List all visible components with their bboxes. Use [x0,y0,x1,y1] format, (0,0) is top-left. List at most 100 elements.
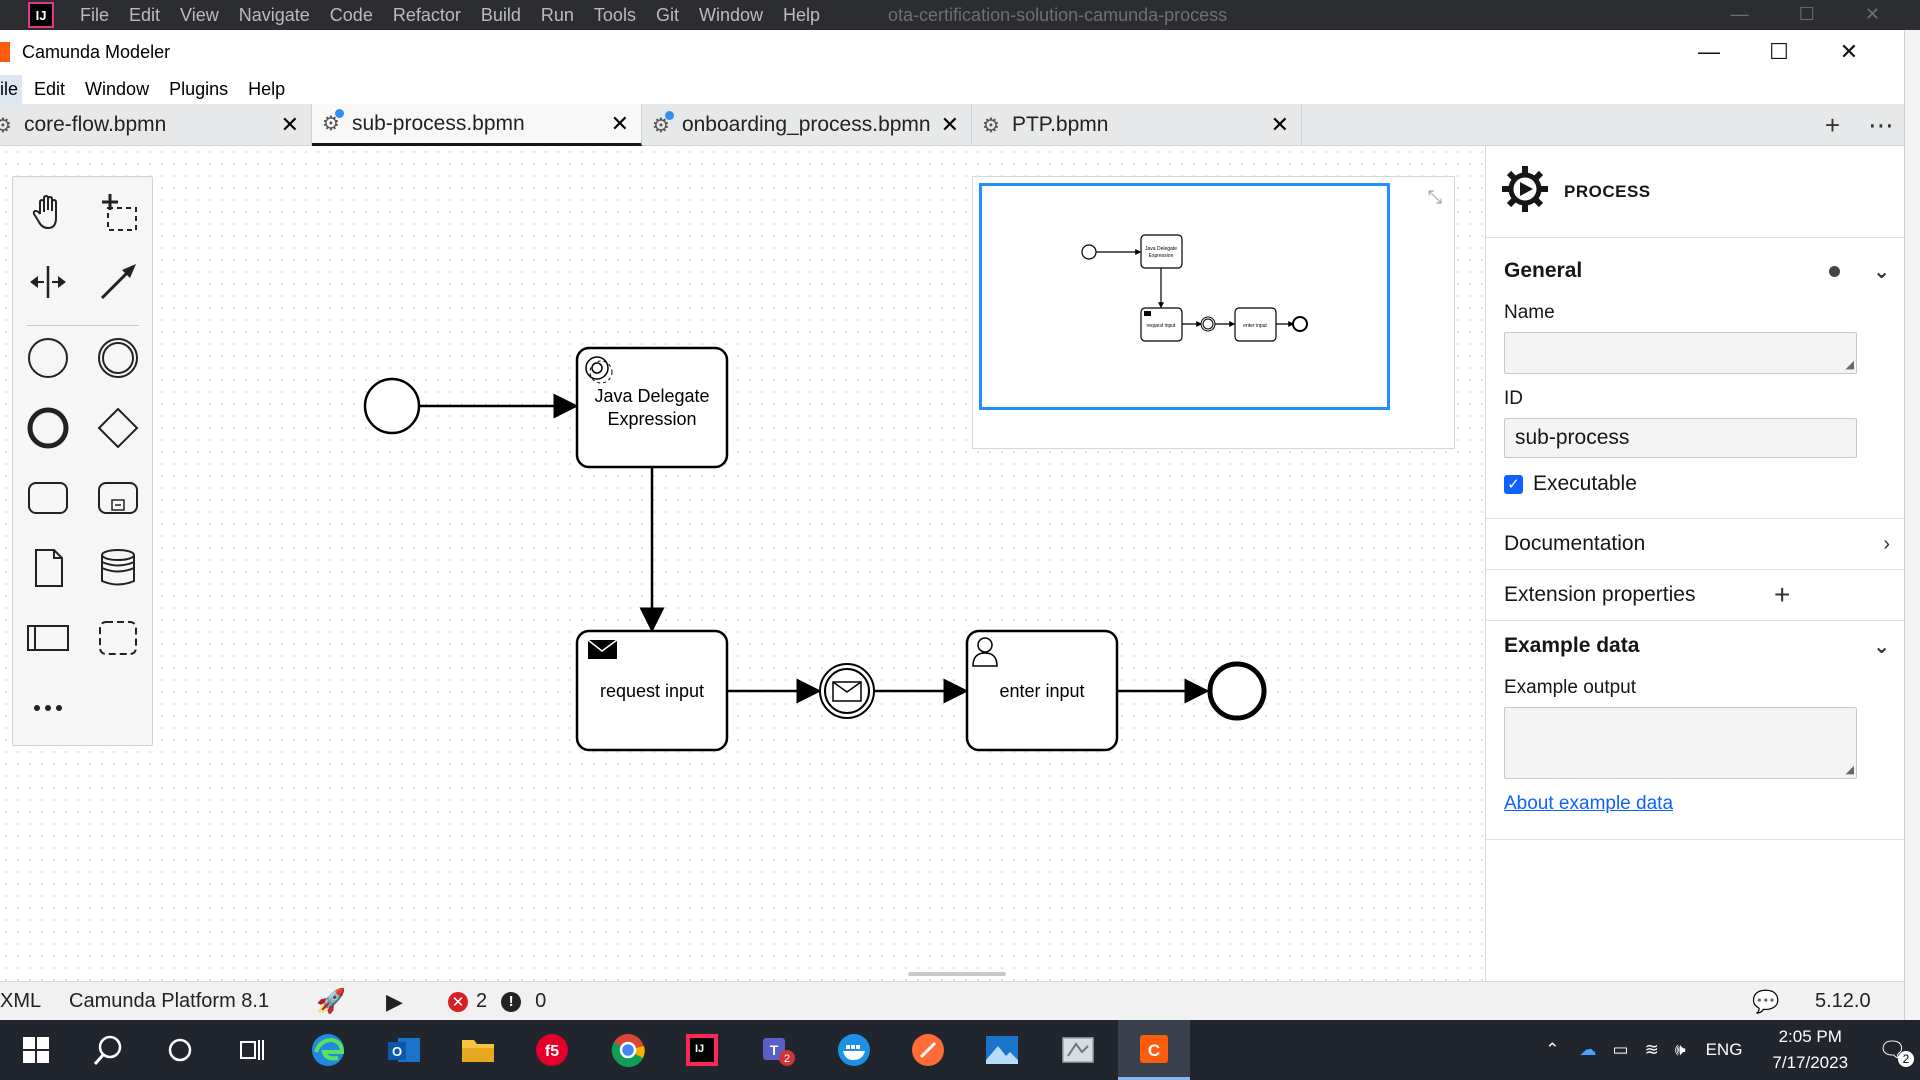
cortana-icon[interactable] [148,1020,212,1080]
chevron-down-icon[interactable]: ⌄ [1873,260,1890,283]
executable-row[interactable]: ✓ Executable [1486,472,1904,496]
canvas-scroll-handle[interactable] [908,972,1006,976]
close-tab-icon[interactable]: ✕ [610,110,629,136]
menu-help[interactable]: Help [248,78,286,99]
outlook-icon[interactable]: O [372,1020,436,1080]
onedrive-cloud-icon[interactable]: ☁ [1579,1040,1597,1059]
tab-onboarding-process[interactable]: ⚙ onboarding_process.bpmn ✕ [642,104,972,146]
menu-plugins[interactable]: Plugins [169,78,229,99]
pool-icon[interactable] [23,613,73,663]
camunda-modeler-taskbar-icon[interactable]: C [1118,1020,1190,1080]
close-icon[interactable]: ✕ [1839,39,1859,64]
deploy-rocket-icon[interactable]: 🚀 [316,988,346,1015]
close-tab-icon[interactable]: ✕ [1270,112,1289,137]
ide-menu-edit[interactable]: Edit [129,4,161,25]
start-event[interactable] [363,377,421,435]
menu-file[interactable]: ile [0,74,23,104]
chevron-right-icon[interactable]: › [1883,532,1890,555]
message-catch-event[interactable] [819,663,875,719]
edge-browser-icon[interactable] [296,1020,360,1080]
example-output-field[interactable]: ◢ [1504,707,1857,779]
language-indicator[interactable]: ENG [1705,1040,1743,1059]
volume-icon[interactable]: 🕪 [1674,1040,1686,1059]
send-task-request-input[interactable]: request input [575,629,729,752]
ide-close-icon[interactable]: ✕ [1864,4,1880,24]
name-field[interactable]: ◢ [1504,332,1857,374]
group-extension-properties-header[interactable]: Extension properties + [1486,570,1904,620]
data-store-icon[interactable] [93,543,143,593]
new-tab-plus-icon[interactable]: + [1824,109,1840,140]
tab-sub-process[interactable]: ⚙ sub-process.bpmn ✕ [312,104,642,146]
menu-edit[interactable]: Edit [34,78,66,99]
task-icon[interactable] [23,473,73,523]
space-tool-icon[interactable] [23,257,73,307]
connect-tool-arrow-icon[interactable] [93,257,143,307]
docker-icon[interactable] [822,1020,886,1080]
executable-checkbox[interactable]: ✓ [1504,474,1523,494]
ide-menu-window[interactable]: Window [698,4,763,25]
snipping-tool-icon[interactable] [1046,1020,1110,1080]
more-elements-ellipsis-icon[interactable] [23,683,73,733]
hand-tool-icon[interactable] [23,187,73,237]
menu-window[interactable]: Window [85,78,150,99]
ide-menu-help[interactable]: Help [783,4,821,25]
postman-icon[interactable] [896,1020,960,1080]
ide-menu-run[interactable]: Run [540,4,574,25]
maximize-icon[interactable]: ☐ [1769,39,1789,64]
problems-summary[interactable]: ✕ 2 ! 0 [448,982,546,1021]
subprocess-icon[interactable] [93,473,143,523]
end-event-icon[interactable] [23,403,73,453]
end-event[interactable] [1207,661,1267,721]
ide-menu-navigate[interactable]: Navigate [238,4,310,25]
close-tab-icon[interactable]: ✕ [940,112,959,137]
ide-menu-view[interactable]: View [180,4,219,25]
start-event-icon[interactable] [23,333,73,383]
file-explorer-icon[interactable] [446,1020,510,1080]
id-field[interactable]: sub-process [1504,418,1857,458]
data-object-icon[interactable] [23,543,73,593]
ide-menu-build[interactable]: Build [480,4,521,25]
resize-grip-icon[interactable]: ◢ [1845,764,1854,776]
service-task-java-delegate[interactable]: Java Delegate Expression [575,346,729,469]
group-example-data-header[interactable]: Example data ⌄ [1486,621,1904,671]
intermediate-event-icon[interactable] [93,333,143,383]
close-tab-icon[interactable]: ✕ [280,112,299,137]
feedback-icon[interactable]: 💬 [1752,988,1780,1014]
clock[interactable]: 2:05 PM 7/17/2023 [1772,1024,1848,1076]
group-icon[interactable] [93,613,143,663]
search-icon[interactable] [76,1020,140,1080]
tab-core-flow[interactable]: ⚙ core-flow.bpmn ✕ [0,104,312,146]
about-example-data-link[interactable]: About example data [1504,793,1674,814]
group-documentation-header[interactable]: Documentation › [1486,519,1904,569]
collapse-minimap-icon[interactable]: ⤡ [1427,187,1442,207]
ide-menu-refactor[interactable]: Refactor [392,4,461,25]
add-property-plus-icon[interactable]: + [1774,579,1791,610]
tab-ptp[interactable]: ⚙ PTP.bpmn ✕ [972,104,1302,146]
lasso-tool-icon[interactable] [93,187,143,237]
more-tabs-ellipsis-icon[interactable]: ⋯ [1868,109,1894,140]
chrome-icon[interactable] [596,1020,660,1080]
ide-maximize-icon[interactable]: ☐ [1798,4,1815,24]
minimap-viewport[interactable] [979,183,1390,410]
user-task-enter-input[interactable]: enter input [965,629,1119,752]
group-general-header[interactable]: General ⌄ [1486,246,1904,296]
xml-toggle[interactable]: XML [0,990,42,1012]
run-play-icon[interactable]: ▶ [386,988,403,1014]
wifi-icon[interactable]: ≋ [1644,1040,1659,1059]
chevron-up-icon[interactable]: ⌃ [1545,1040,1560,1059]
intellij-icon[interactable]: IJ [670,1020,734,1080]
ide-menu-git[interactable]: Git [655,4,679,25]
task-view-icon[interactable] [220,1020,284,1080]
battery-icon[interactable]: ▭ [1612,1040,1629,1059]
f5-icon[interactable]: f5 [520,1020,584,1080]
ide-menu-code[interactable]: Code [329,4,373,25]
resize-grip-icon[interactable]: ◢ [1845,359,1854,371]
notification-center-icon[interactable]: 🗨2 [1878,1037,1914,1067]
app-version[interactable]: 5.12.0 [1815,990,1871,1012]
minimize-icon[interactable]: — [1698,39,1720,64]
gateway-icon[interactable] [93,403,143,453]
photos-icon[interactable] [970,1020,1034,1080]
minimap[interactable]: ⤡ Java Delegate Expression request input [972,176,1455,449]
ide-menu-file[interactable]: File [80,4,110,25]
